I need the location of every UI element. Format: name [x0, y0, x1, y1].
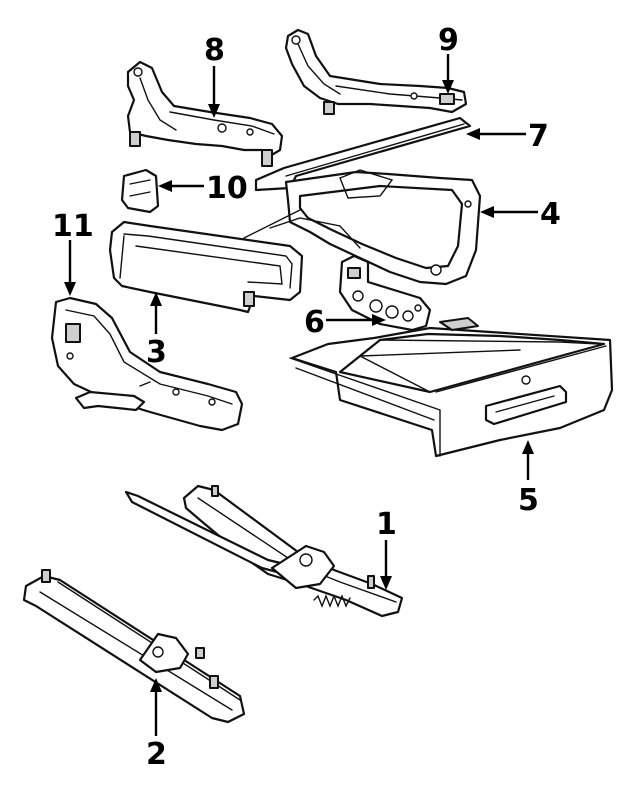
part-8-bracket-left	[126, 60, 284, 167]
part-9-bracket-right	[284, 28, 468, 115]
part-3-seat-panel	[108, 220, 304, 314]
callout-11: 11	[52, 209, 94, 244]
callout-1: 1	[376, 507, 397, 542]
callout-8: 8	[204, 33, 225, 68]
leader-lines	[64, 54, 538, 736]
part-10-clip	[120, 168, 160, 214]
part-5-drawer	[289, 317, 614, 458]
callout-5: 5	[518, 483, 539, 518]
part-4-seat-frame	[243, 169, 482, 286]
part-1-adjuster-track	[124, 484, 404, 618]
callout-4: 4	[540, 197, 561, 232]
part-6-plate	[338, 254, 432, 332]
callout-7: 7	[528, 119, 549, 154]
part-7-track-rod	[254, 116, 472, 192]
part-2-lower-rail	[22, 569, 246, 724]
callout-labels: 8 9 7 10 4 11 3 6 5 1 2	[52, 23, 561, 772]
callout-9: 9	[438, 23, 459, 58]
callout-10: 10	[206, 171, 248, 206]
callout-6: 6	[304, 305, 325, 340]
part-11-side-shield	[50, 296, 244, 432]
callout-3: 3	[146, 335, 167, 370]
callout-2: 2	[146, 737, 167, 772]
